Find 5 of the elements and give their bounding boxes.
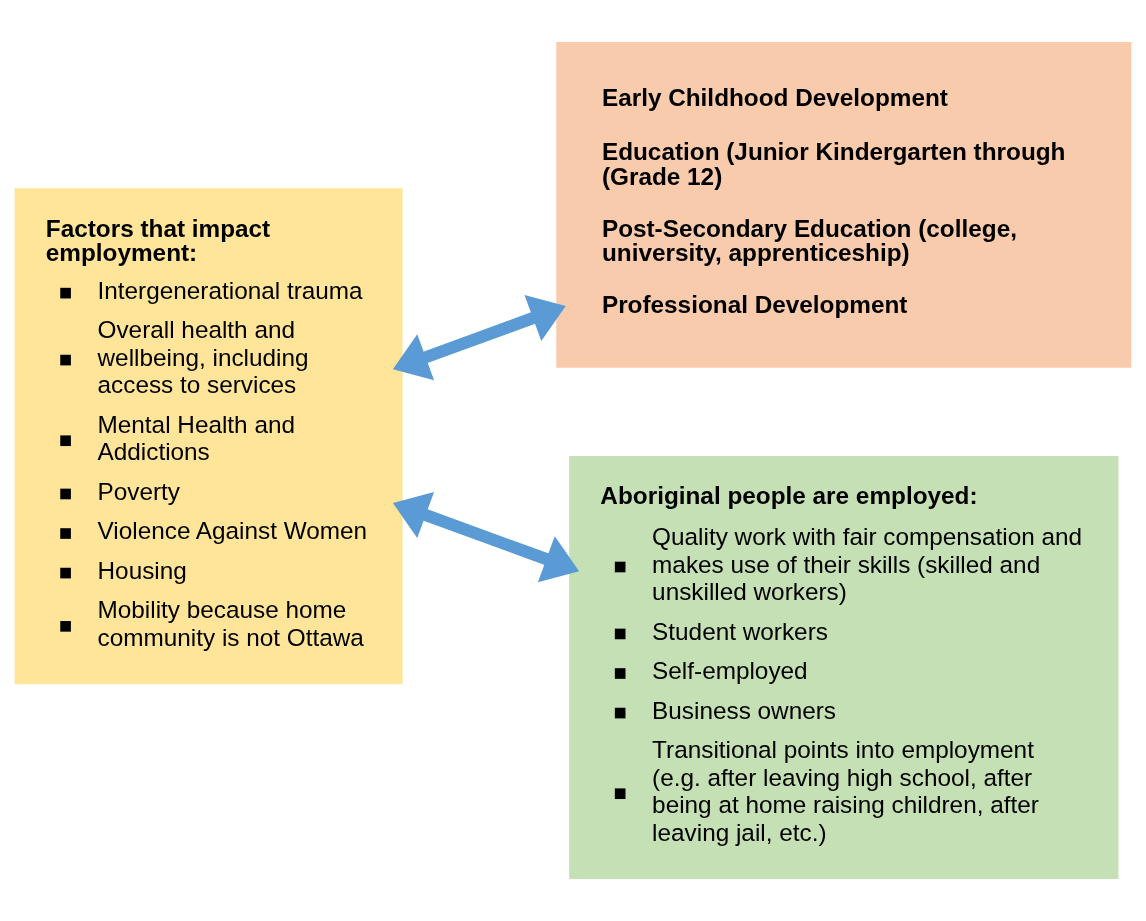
arrow: [392, 492, 580, 583]
node-box: Factors that impact employment: Intergenerational trauma Overall health and wellbeing, including access to services Mental Health and Addictions Poverty Violence Against Women Housing Mobility because home community is not Ottawa: [14, 188, 403, 685]
node-box: Aboriginal people are employed: Quality work with fair compensation and makes use of their skills (skilled and unskilled workers) Student workers Self-employed Business owners Transitional points into employment (e.g. after leaving high school, after being at home raising children, after leaving jail, etc.): [569, 455, 1119, 879]
arrow: [392, 295, 566, 381]
node-box: Early Childhood Development Education (Junior Kindergarten through (Grade 12) Post-Secondary Education (college, university, apprenticeship) Professional Development: [556, 42, 1132, 368]
